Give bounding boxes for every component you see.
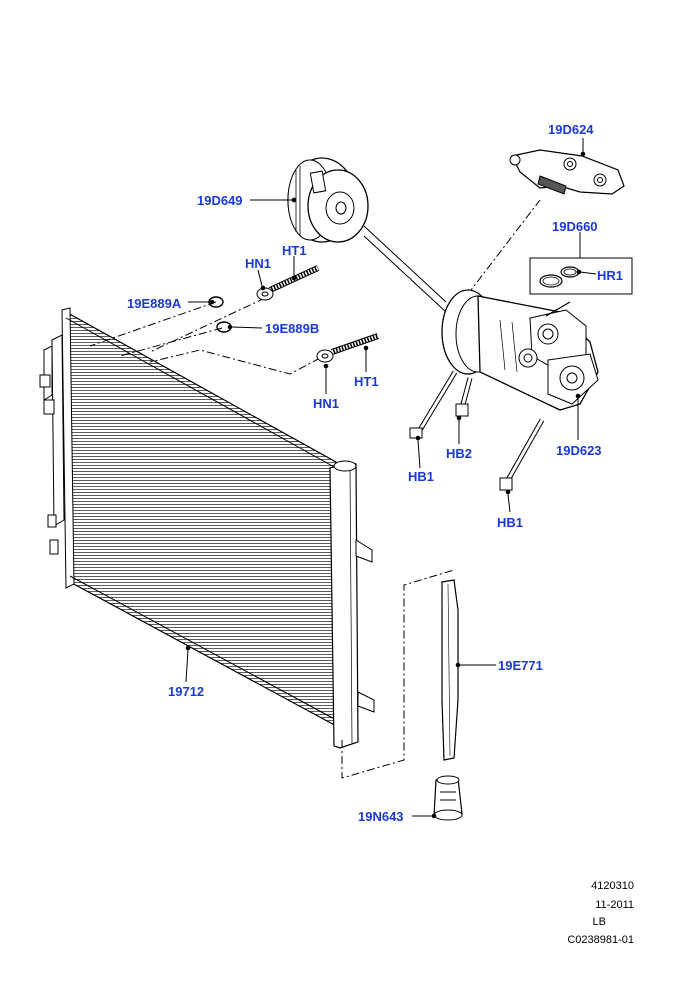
callout-hb1-left[interactable]: HB1 — [408, 469, 435, 484]
callout-19e771[interactable]: 19E771 — [498, 658, 543, 673]
assembly-lines — [89, 199, 541, 779]
callout-leaders — [185, 138, 597, 819]
bolt-hb2[interactable] — [455, 377, 473, 417]
stud-ht1-mid[interactable] — [331, 333, 379, 355]
callout-hn1-top[interactable]: HN1 — [245, 256, 272, 271]
reference-date: 11-2011 — [595, 899, 634, 911]
ac-compressor[interactable] — [441, 289, 599, 411]
callout-19e889b[interactable]: 19E889B — [265, 321, 320, 336]
callout-19e889a[interactable]: 19E889A — [127, 296, 182, 311]
reference-number: 4120310 — [591, 880, 634, 892]
callout-hb2[interactable]: HB2 — [446, 446, 473, 461]
reference-drawing-id: C0238981-01 — [567, 934, 634, 946]
callout-19n643[interactable]: 19N643 — [358, 809, 404, 824]
nut-hn1-top[interactable] — [256, 287, 274, 301]
callout-19712[interactable]: 19712 — [168, 684, 205, 699]
callout-hb1-right[interactable]: HB1 — [497, 515, 524, 530]
callout-ht1-top[interactable]: HT1 — [282, 243, 307, 258]
reference-market: LB — [592, 916, 606, 928]
callout-hr1[interactable]: HR1 — [597, 268, 624, 283]
callout-19d624[interactable]: 19D624 — [548, 122, 594, 137]
compressor-clutch-pulley[interactable] — [287, 157, 369, 243]
callout-19d649[interactable]: 19D649 — [197, 193, 243, 208]
compressor-bracket[interactable] — [509, 149, 625, 195]
callout-ht1-mid[interactable]: HT1 — [354, 374, 379, 389]
bolt-hb1-right[interactable] — [499, 418, 545, 491]
receiver-drier[interactable] — [441, 579, 459, 761]
callout-hn1-mid[interactable]: HN1 — [313, 396, 340, 411]
callout-19d660[interactable]: 19D660 — [552, 219, 598, 234]
bolt-hb1-left[interactable] — [409, 370, 458, 439]
condenser[interactable] — [39, 307, 375, 749]
drier-plug-19n643[interactable] — [433, 775, 463, 821]
nut-hn1-mid[interactable] — [316, 349, 334, 363]
callout-19d623[interactable]: 19D623 — [556, 443, 602, 458]
